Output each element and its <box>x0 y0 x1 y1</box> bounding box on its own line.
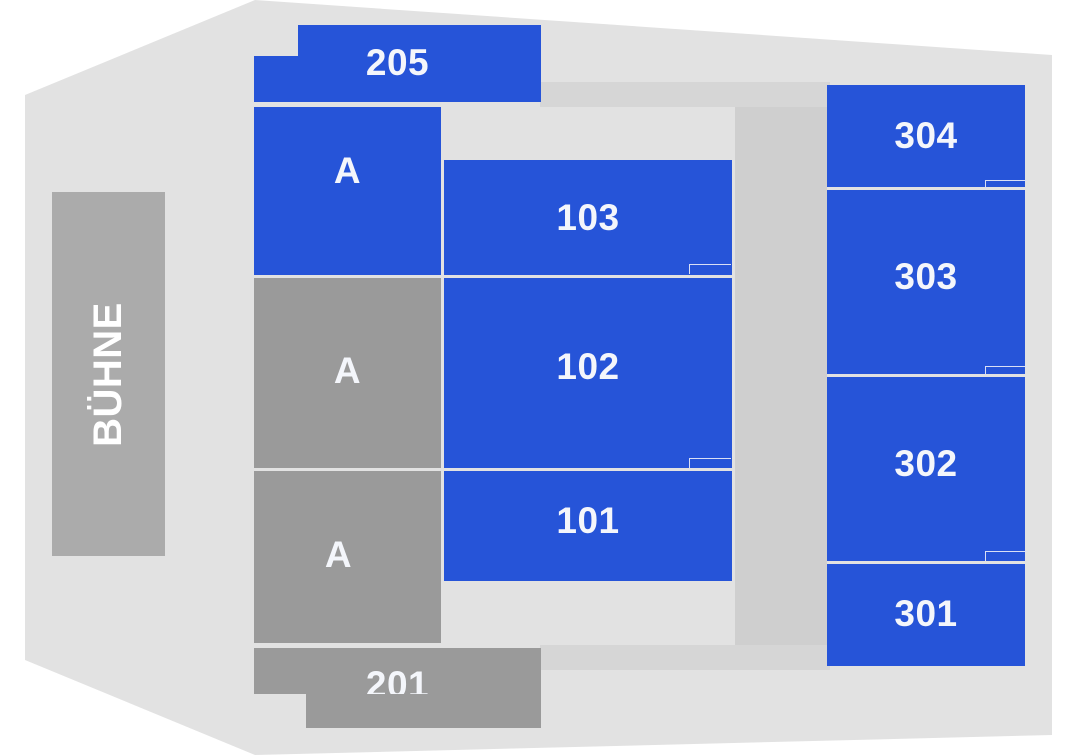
section-205[interactable]: 205 <box>254 42 541 102</box>
section-304-label: 304 <box>894 115 958 156</box>
section-205-upper[interactable] <box>298 25 541 59</box>
section-301-label: 301 <box>894 593 958 634</box>
divider-step <box>689 458 731 468</box>
section-302-label: 302 <box>894 443 958 484</box>
divider-step <box>689 264 731 274</box>
section-302[interactable]: 302 <box>827 377 1025 561</box>
section-201-lower[interactable] <box>306 694 541 728</box>
section-103-label: 103 <box>556 196 620 238</box>
aisle-bottom <box>540 645 830 670</box>
divider-step <box>985 180 1027 190</box>
section-a-middle[interactable]: A <box>254 278 441 468</box>
section-303-label: 303 <box>894 256 958 297</box>
section-a-bottom[interactable]: A <box>254 471 441 643</box>
aisle-middle <box>735 82 827 670</box>
section-101[interactable]: 101 <box>444 471 732 581</box>
divider-step <box>985 551 1027 561</box>
section-205-label: 205 <box>365 42 430 83</box>
section-304[interactable]: 304 <box>827 85 1025 187</box>
section-a-bottom-label: A <box>324 534 353 575</box>
section-101-label: 101 <box>556 500 620 541</box>
aisle-top <box>540 82 830 107</box>
section-a-top-label: A <box>333 150 362 191</box>
section-a-top[interactable]: A <box>254 107 441 275</box>
section-201[interactable]: 201 <box>254 648 541 705</box>
section-301[interactable]: 301 <box>827 564 1025 666</box>
section-103[interactable]: 103 <box>444 160 732 275</box>
section-303[interactable]: 303 <box>827 190 1025 374</box>
section-102[interactable]: 102 <box>444 278 732 468</box>
stage: BÜHNE <box>52 192 165 556</box>
divider-step <box>985 366 1027 376</box>
section-102-label: 102 <box>556 346 620 387</box>
section-a-middle-label: A <box>333 350 362 391</box>
stage-label: BÜHNE <box>86 301 131 447</box>
